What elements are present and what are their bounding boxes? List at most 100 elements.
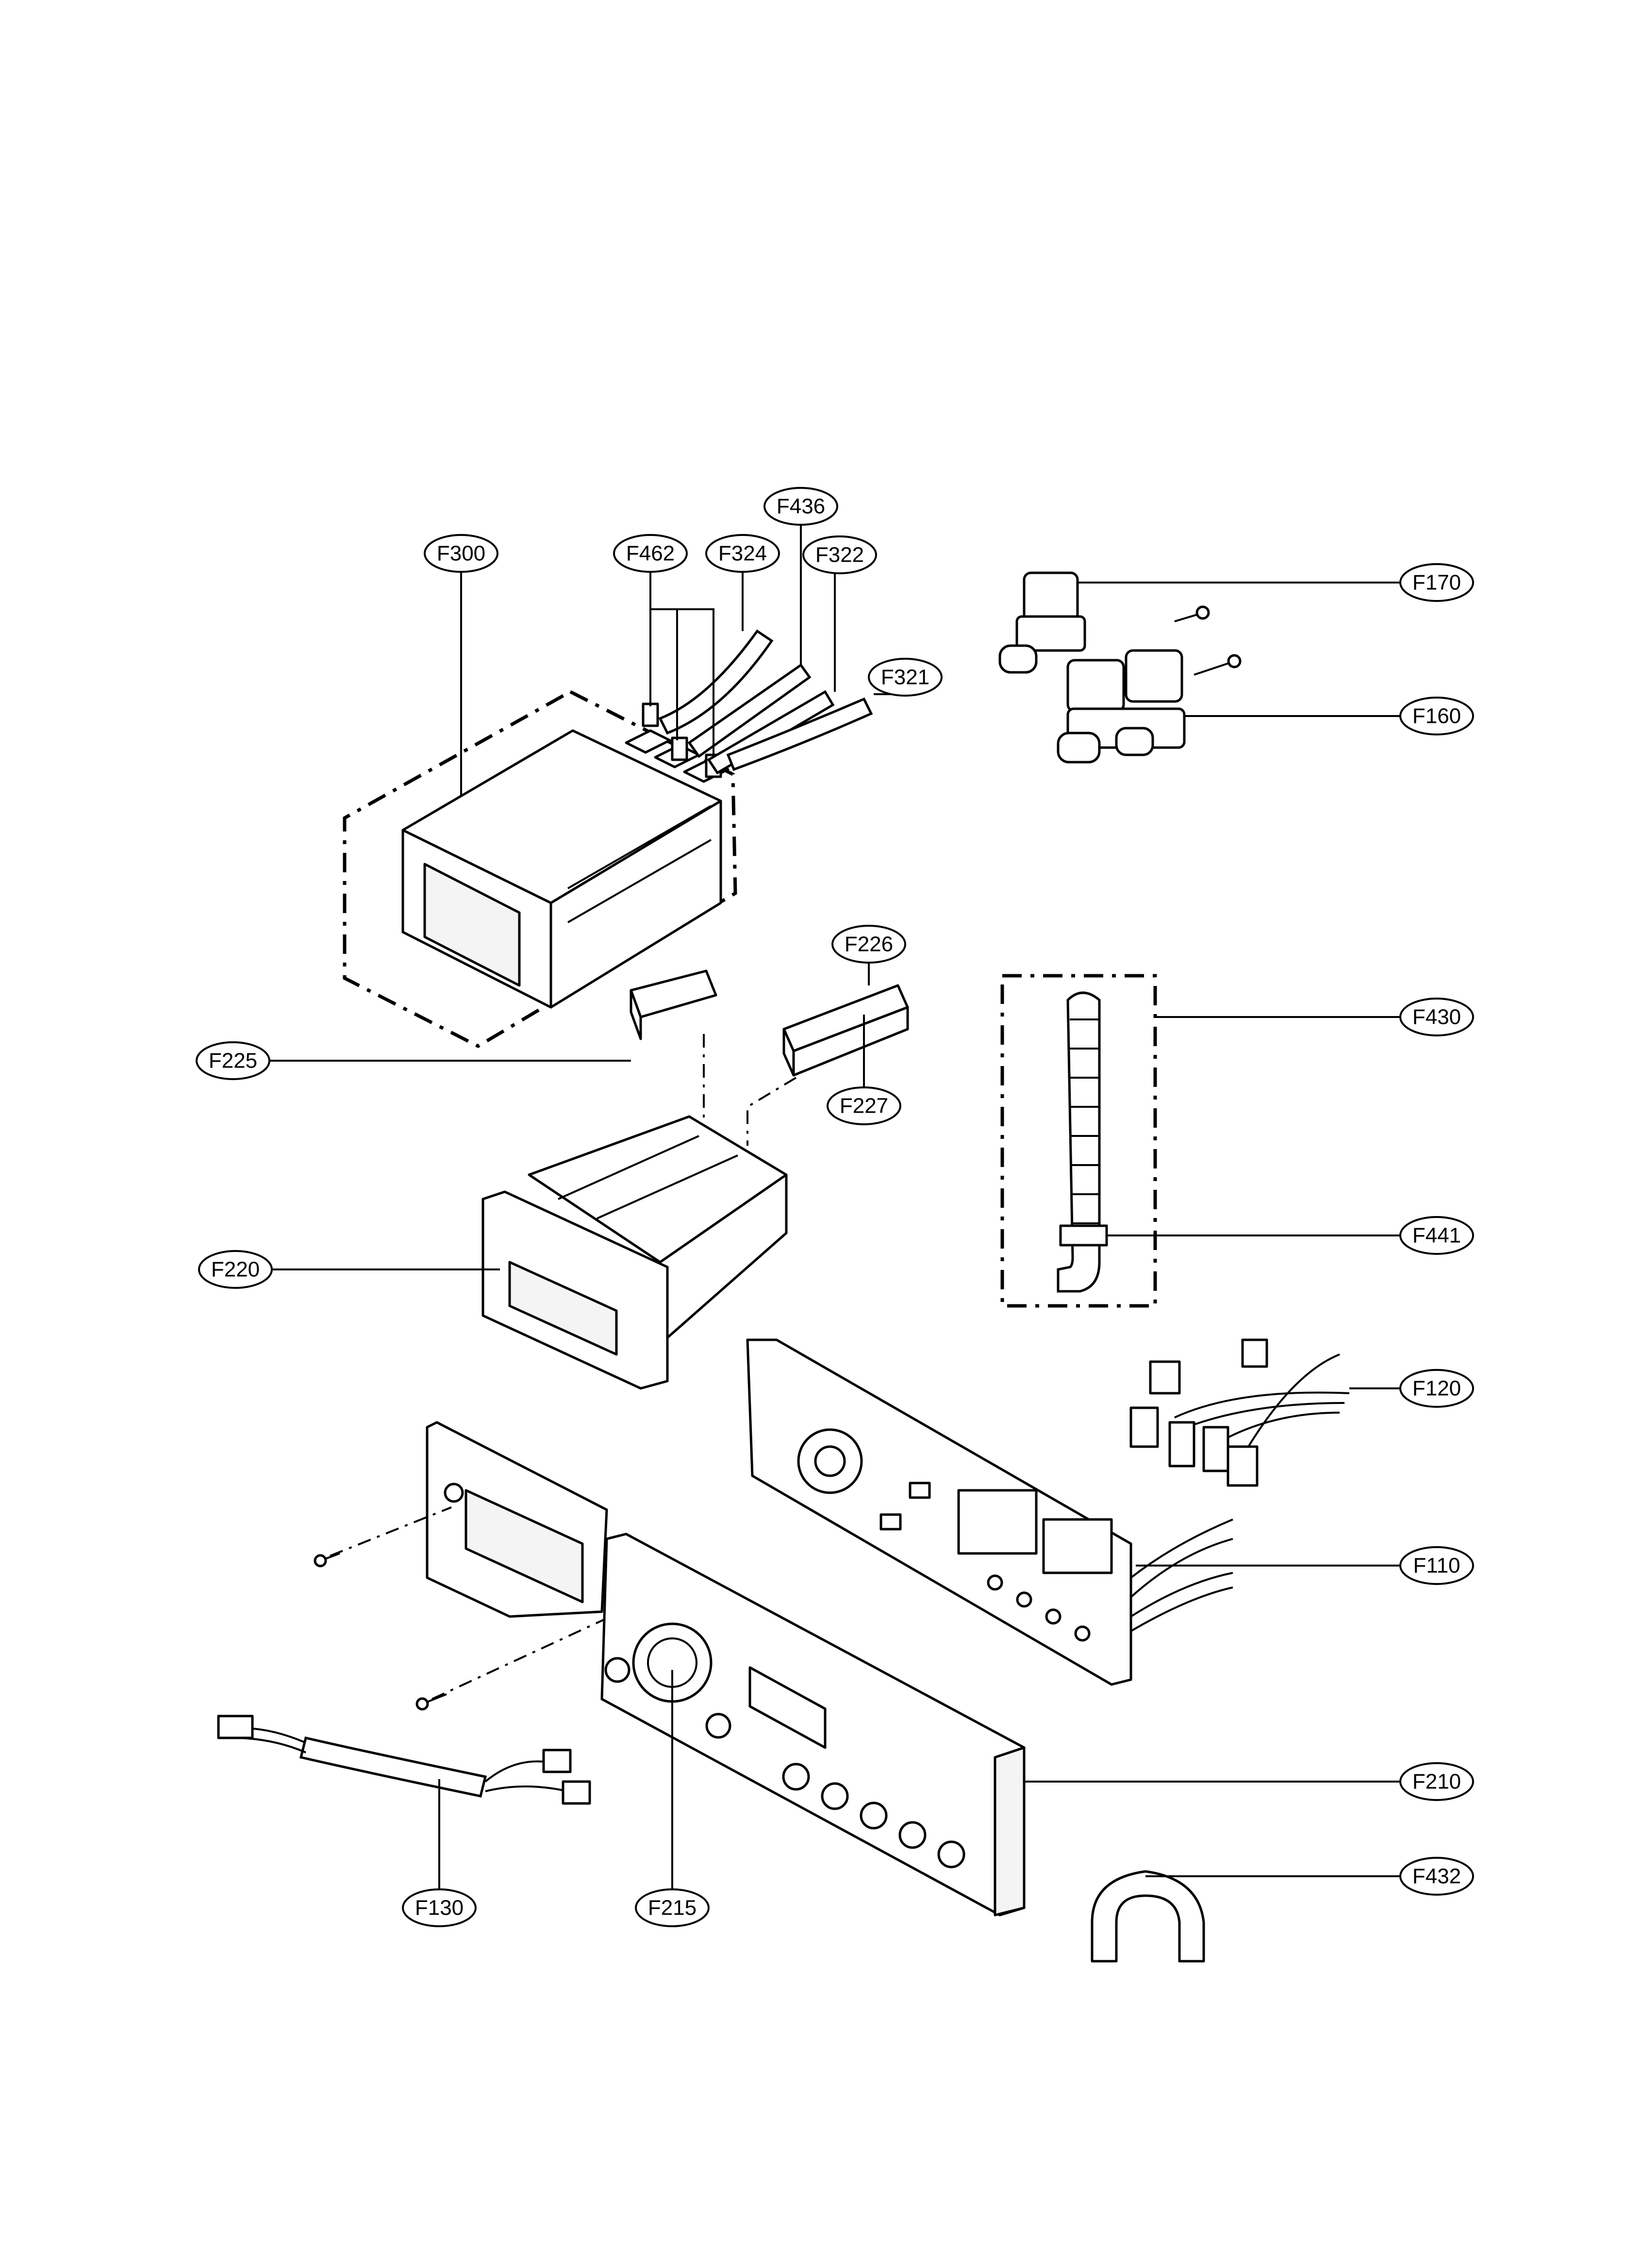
dispenser-assembly-boundary (343, 690, 737, 1048)
hose-f324 (658, 629, 774, 735)
water-valve-double (1057, 649, 1242, 764)
callout-f160: F160 (1399, 697, 1474, 735)
detergent-drawer (481, 1115, 788, 1390)
callout-f130: F130 (402, 1888, 477, 1927)
control-panel (600, 1533, 1026, 1917)
harness-connector (562, 1780, 591, 1805)
pcb-button-contact (1016, 1591, 1032, 1608)
callout-label: F322 (815, 543, 864, 567)
valve-screw-head (1195, 605, 1210, 620)
callout-label: F226 (845, 933, 893, 956)
leader-f462-branch (650, 608, 714, 757)
callout-label: F220 (211, 1258, 260, 1282)
harness-connector (1227, 1445, 1259, 1487)
callout-label: F120 (1412, 1377, 1461, 1401)
pcb-component (879, 1513, 902, 1531)
leader-lines (267, 524, 1403, 1888)
valve-coil-f160-right (1125, 649, 1183, 703)
harness-connector (1149, 1360, 1181, 1395)
valve-outlet-f170 (998, 644, 1038, 674)
hose-clip (1091, 1870, 1205, 1963)
harness-connector (542, 1749, 572, 1773)
panel-frame-window (464, 1489, 584, 1603)
siphon-cap (630, 969, 717, 1018)
callout-f321: F321 (868, 658, 943, 697)
callout-f226: F226 (831, 925, 906, 964)
callout-f225: F225 (196, 1041, 270, 1080)
callout-f300: F300 (424, 534, 498, 573)
valve-screw (1174, 613, 1199, 622)
pcb-relay-block (1042, 1518, 1113, 1574)
pcb-lead-wire (1130, 1538, 1233, 1598)
control-pcb-assembly (746, 1338, 1233, 1686)
panel-frame-hole (444, 1483, 464, 1503)
harness-connector (1129, 1406, 1159, 1448)
control-panel-end (994, 1746, 1026, 1917)
corrugated-hose (1057, 991, 1101, 1293)
pcb-lead-wire (1130, 1572, 1233, 1618)
panel-button (937, 1840, 965, 1868)
drawer-divider (597, 1154, 738, 1219)
dispenser-housing-assembly (343, 690, 737, 1048)
callout-label: F227 (840, 1094, 888, 1118)
hose-f321 (726, 697, 873, 771)
valve-screw-head (1227, 654, 1242, 668)
harness-connector (1168, 1421, 1195, 1468)
drain-hose (1057, 991, 1108, 1293)
water-valve-single (998, 571, 1210, 674)
callout-label: F430 (1412, 1005, 1461, 1029)
pcb-button-contact (1045, 1608, 1061, 1625)
dispenser-housing-rib (567, 839, 712, 923)
cap-assembly-line (746, 1077, 797, 1146)
hose-f436 (687, 663, 812, 758)
dispenser-housing-rim (567, 805, 712, 889)
hose-clamp (642, 702, 659, 727)
drawer-handle-recess (508, 1261, 618, 1356)
screw-head (314, 1554, 327, 1568)
callout-label: F300 (437, 542, 485, 566)
panel-frame (426, 1421, 608, 1618)
callout-label: F215 (648, 1896, 697, 1920)
valve-coil-f160-left (1066, 659, 1125, 713)
panel-indicator (604, 1657, 630, 1683)
valve-outlet-f160-right (1115, 727, 1154, 756)
valve-outlet-f160-left (1057, 732, 1101, 764)
harness-wire (1174, 1391, 1350, 1418)
pcb-lead-wire (1130, 1518, 1233, 1579)
hose-clamps (642, 702, 722, 778)
harness-connector (1241, 1338, 1268, 1368)
panel-button (860, 1801, 888, 1830)
harness-lead (484, 1760, 549, 1783)
callout-f462: F462 (613, 534, 688, 573)
valve-screw (1194, 662, 1231, 676)
callout-f215: F215 (635, 1888, 710, 1927)
screw-head (415, 1697, 429, 1711)
callout-label: F210 (1412, 1770, 1461, 1794)
callout-label: F225 (209, 1049, 257, 1073)
drawer-front-panel (481, 1190, 669, 1390)
pcb-board (746, 1338, 1132, 1686)
callout-f227: F227 (827, 1086, 901, 1125)
callout-f322: F322 (802, 535, 877, 574)
panel-button (782, 1763, 810, 1791)
pcb-rotary-switch-center (814, 1445, 846, 1477)
callout-f430: F430 (1399, 998, 1474, 1036)
inlet-hoses (658, 629, 873, 775)
callout-label: F321 (881, 666, 929, 689)
panel-button (821, 1782, 849, 1810)
callout-f110: F110 (1399, 1546, 1474, 1585)
harness-connector (1202, 1426, 1229, 1472)
drawer-cap-f225 (630, 969, 717, 1040)
callout-label: F436 (777, 495, 825, 518)
housing-inlet-port (625, 729, 671, 754)
panel-display-window (748, 1666, 827, 1749)
callout-label: F160 (1412, 704, 1461, 728)
callout-label: F462 (626, 542, 675, 566)
callout-f441: F441 (1399, 1216, 1474, 1255)
callout-f170: F170 (1399, 563, 1474, 602)
panel-screws (314, 1552, 447, 1711)
dispenser-housing-opening (423, 863, 521, 987)
callout-label: F130 (415, 1896, 464, 1920)
harness-wire (1242, 1353, 1340, 1457)
